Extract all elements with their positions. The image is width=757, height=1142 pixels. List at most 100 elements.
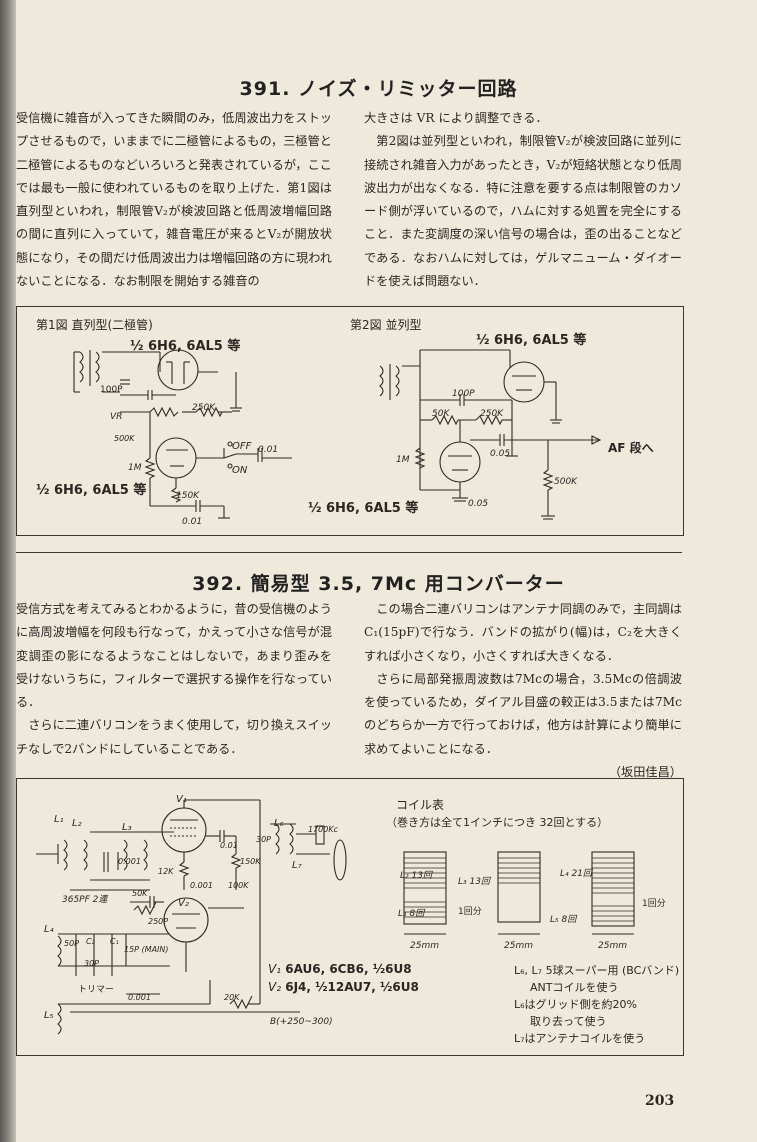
article-391-right-column: 大きさは VR により調整できる． 第2図は並列型といわれ，制限管V₂が検波回路…: [364, 107, 682, 293]
fig1-vr-val: 500K: [114, 434, 135, 443]
coil3-width: 25mm: [598, 941, 627, 951]
conv-l1-label: L₁: [54, 814, 64, 825]
article-391-right-p1: 大きさは VR により調整できる．: [364, 111, 548, 125]
conv-r20k: 20K: [224, 993, 240, 1002]
conv-c30p: 30P: [256, 835, 271, 844]
coil-table-drawings: L₂ 13回 L₁ 8回 L₃ 13回 1回分 L₄ 21回 L₅ 8回 1回分…: [398, 851, 666, 951]
conv-r50k: 50K: [132, 889, 148, 898]
fig2-r2-label: 250K: [480, 409, 504, 419]
conv-xtal: 1700Kc: [308, 825, 339, 834]
coil2-top: L₃ 13回: [458, 876, 492, 887]
article-391-left-column: 受信機に雑音が入ってきた瞬間のみ，低周波出力をストップさせるもので，いままでに二…: [16, 107, 332, 293]
conv-l4-label: L₄: [44, 924, 54, 935]
conv-c30p2: 30P: [84, 959, 99, 968]
coil-note-4: 取り去って使う: [530, 1015, 607, 1028]
fig1-vr-label: VR: [110, 412, 122, 422]
coil1-width: 25mm: [410, 941, 439, 951]
article-392-author: （坂田佳昌）: [608, 765, 682, 780]
conv-l5-label: L₅: [44, 1010, 54, 1021]
section-divider: [16, 552, 682, 553]
conv-l2-label: L₂: [72, 818, 82, 829]
coil-table-title: コイル表: [396, 798, 445, 812]
fig2-c2-label: 0.05: [490, 449, 510, 459]
conv-bplus: B(+250~300): [270, 1017, 333, 1027]
coil3-top: L₄ 21回: [560, 868, 594, 879]
converter-schematic: L₁ L₂ L₃ V₁ V₂ 365PF 2連 0.001 0.001 0.01…: [36, 794, 347, 1035]
fig2-c3-label: 0.05: [468, 499, 488, 509]
coil-note-2: ANTコイルを使う: [530, 981, 619, 994]
conv-c001d: 0.01: [220, 841, 238, 850]
tube-v1-list: V₁ 6AU6, 6CB6, ½6U8: [268, 962, 412, 976]
coil1-bot: L₁ 8回: [398, 908, 426, 919]
article-392-left-p1: 受信方式を考えてみるとわかるように，昔の受信機のように高周波増幅を何段も行なって…: [16, 602, 332, 710]
fig2-tube-top-label: ½ 6H6, 6AL5 等: [476, 332, 586, 348]
tube-v2-list: V₂ 6J4, ½12AU7, ½6U8: [268, 980, 419, 994]
fig1-c3-label: 0.01: [182, 517, 202, 527]
conv-trimmer: トリマー: [78, 985, 114, 995]
article-392-right-p1: この場合二連バリコンはアンテナ同調のみで，主同調は C₁(15pF)で行なう．バ…: [364, 602, 682, 663]
conv-c001b: 0.001: [190, 881, 213, 890]
coil1-top: L₂ 13回: [400, 870, 434, 881]
coil-note-1: L₆, L₇ 5球スーパー用 (BCバンド): [514, 964, 680, 977]
coil-note-3: L₆はグリッド側を約20%: [514, 998, 637, 1011]
coil2-width: 25mm: [504, 941, 533, 951]
conv-cc2: C₂: [86, 937, 96, 946]
figure-391-frame: [16, 306, 684, 536]
fig1-c1-label: 100P: [100, 385, 123, 395]
tube-v2-types: 6J4, ½12AU7, ½6U8: [285, 980, 419, 994]
fig2-tube-bottom-label: ½ 6H6, 6AL5 等: [308, 500, 418, 516]
fig1-sw-off: OFF: [232, 441, 252, 452]
conv-r150k: 150K: [240, 857, 261, 866]
fig1-tube-top-label: ½ 6H6, 6AL5 等: [130, 338, 240, 354]
tube-v1-types: 6AU6, 6CB6, ½6U8: [285, 962, 412, 976]
conv-c001c: 0.001: [128, 993, 151, 1002]
fig2-r4-label: 500K: [554, 477, 578, 487]
fig1-tube-bottom-label: ½ 6H6, 6AL5 等: [36, 482, 146, 498]
fig2-output-label: AF 段へ: [608, 440, 654, 455]
conv-l3-label: L₃: [122, 822, 132, 833]
conv-v2-label: V₂: [178, 898, 189, 909]
fig1-schematic: 100P VR 500K 1M 250K 150K 0.01 0.01 OFF …: [36, 338, 292, 527]
tube-v2-symbol: V₂: [268, 980, 282, 994]
page-number: 203: [645, 1093, 675, 1109]
conv-c001a: 0.001: [118, 857, 141, 866]
fig1-r2-label: 250K: [192, 403, 216, 413]
tube-v1-symbol: V₁: [268, 962, 282, 976]
fig1-r1-label: 1M: [128, 463, 142, 473]
conv-c50p: 50P: [64, 939, 79, 948]
article-392-right-p2: さらに局部発振周波数は7Mcの場合，3.5Mcの倍調波を使っているため，ダイアル…: [364, 671, 682, 756]
fig1-c2-label: 0.01: [258, 445, 278, 455]
coil2-gap: 1回分: [458, 906, 482, 917]
fig1-r3-label: 150K: [176, 491, 200, 501]
fig1-caption: 第1図 直列型(二極管): [36, 318, 153, 332]
conv-r100k: 100K: [228, 881, 249, 890]
coil-table-subtitle: （巻き方は全て1インチにつき 32回とする）: [386, 816, 609, 829]
conv-c15p: 15P (MAIN): [124, 945, 169, 954]
conv-cc1: C₁: [110, 937, 119, 946]
fig2-c1-label: 100P: [452, 389, 475, 399]
article-391-title: 391. ノイズ・リミッター回路: [239, 78, 518, 100]
article-392-left-p2: さらに二連バリコンをうまく使用して，切り換えスイッチなしで2バンドにしていること…: [16, 718, 332, 756]
article-391-right-p2: 第2図は並列型といわれ，制限管V₂が検波回路に並列に接続され雑音入力があったとき…: [364, 134, 682, 289]
conv-l6-label: L₆: [274, 818, 284, 829]
conv-v1-label: V₁: [176, 794, 187, 805]
conv-c250p: 250P: [148, 917, 168, 926]
article-392-left-column: 受信方式を考えてみるとわかるように，昔の受信機のように高周波増幅を何段も行なって…: [16, 598, 332, 761]
coil3-gap: 1回分: [642, 898, 666, 909]
book-binding-shadow: [0, 0, 16, 1142]
fig2-r3-label: 1M: [396, 455, 410, 465]
conv-r12k: 12K: [158, 867, 174, 876]
article-392-title: 392. 簡易型 3.5, 7Mc 用コンバーター: [192, 573, 565, 595]
coil3-bot: L₅ 8回: [550, 914, 578, 925]
fig1-sw-on: ON: [232, 465, 248, 476]
conv-vc-label: 365PF 2連: [62, 894, 109, 905]
fig2-r1-label: 50K: [432, 409, 450, 419]
article-392-right-column: この場合二連バリコンはアンテナ同調のみで，主同調は C₁(15pF)で行なう．バ…: [364, 598, 682, 784]
figure-392-frame: [16, 778, 684, 1056]
conv-l7-label: L₇: [292, 860, 302, 871]
fig2-schematic: 100P 50K 250K 1M 0.05 0.05 500K AF 段へ ½ …: [308, 332, 654, 520]
fig2-caption: 第2図 並列型: [350, 318, 422, 332]
coil-notes: L₆, L₇ 5球スーパー用 (BCバンド) ANTコイルを使う L₆はグリッド…: [514, 962, 679, 1047]
article-391-left-text: 受信機に雑音が入ってきた瞬間のみ，低周波出力をストップさせるもので，いままでに二…: [16, 111, 332, 289]
